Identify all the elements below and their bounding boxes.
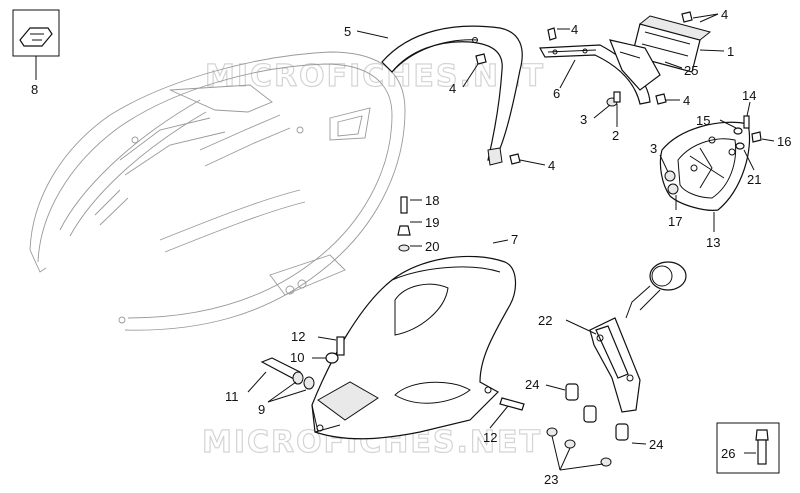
label-1: 1 (727, 44, 734, 59)
part-number-labels: 8 5 4 4 4 4 4 1 25 6 3 2 14 15 16 3 21 1… (31, 7, 791, 487)
label-4: 4 (449, 81, 456, 96)
label-15: 15 (696, 113, 710, 128)
label-18: 18 (425, 193, 439, 208)
part-5-rear-arch (381, 25, 523, 166)
watermark-top: MICROFICHES.NET (205, 59, 545, 94)
label-22: 22 (538, 313, 552, 328)
tail-body-outline (29, 51, 406, 331)
label-2: 2 (612, 128, 619, 143)
label-26: 26 (721, 446, 735, 461)
part-8-clip-nut (12, 9, 60, 80)
label-6: 6 (553, 86, 560, 101)
label-16: 16 (777, 134, 791, 149)
hardware-fasteners (260, 11, 762, 467)
label-9: 9 (258, 402, 265, 417)
label-24: 24 (649, 437, 663, 452)
label-4: 4 (721, 7, 728, 22)
part-13-license-holder (659, 121, 751, 211)
label-3: 3 (650, 141, 657, 156)
label-12: 12 (483, 430, 497, 445)
part-7-mudguard (311, 255, 516, 440)
label-7: 7 (511, 232, 518, 247)
label-11: 11 (225, 389, 239, 404)
part-22-indicator-bracket (589, 261, 687, 413)
label-4: 4 (548, 158, 555, 173)
label-10: 10 (290, 350, 304, 365)
label-20: 20 (425, 239, 439, 254)
part-1-tail-light (609, 15, 712, 91)
leader-lines (247, 13, 775, 471)
label-25: 25 (684, 63, 698, 78)
label-24: 24 (525, 377, 539, 392)
label-13: 13 (706, 235, 720, 250)
label-3: 3 (580, 112, 587, 127)
label-23: 23 (544, 472, 558, 487)
label-4: 4 (683, 93, 690, 108)
label-5: 5 (344, 24, 351, 39)
label-8: 8 (31, 82, 38, 97)
label-19: 19 (425, 215, 439, 230)
label-14: 14 (742, 88, 756, 103)
label-4: 4 (571, 22, 578, 37)
part-26-bolt-box (716, 422, 780, 474)
label-17: 17 (668, 214, 682, 229)
label-12: 12 (291, 329, 305, 344)
label-21: 21 (747, 172, 761, 187)
